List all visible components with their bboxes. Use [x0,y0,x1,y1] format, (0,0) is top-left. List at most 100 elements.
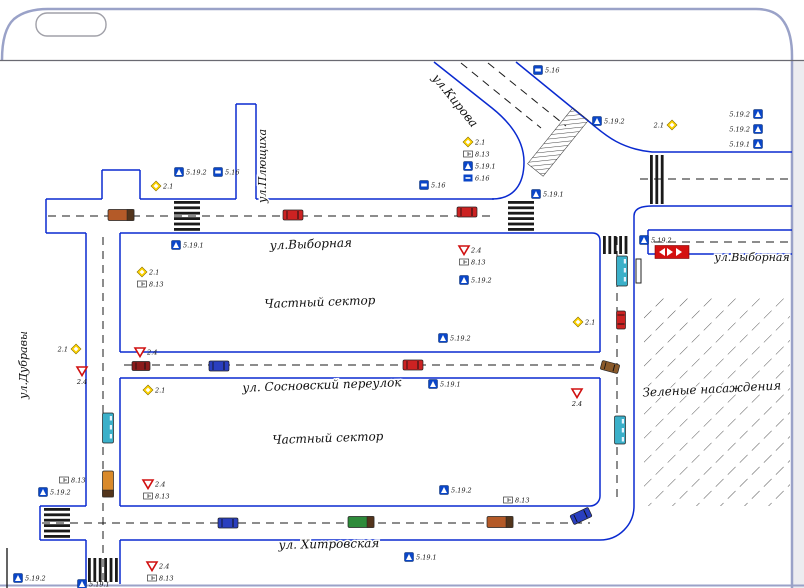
sign-crosswalk-5.19.1: 5.19.1 [531,189,564,199]
crosswalk-zebra [174,201,200,231]
sign-code-label: 5.19.2 [604,118,625,126]
sign-diamond-2.1: 2.1 [462,136,485,148]
sign-code-label: 5.19.2 [729,126,750,134]
vehicle-bus [614,415,626,445]
road-network [39,61,792,584]
sign-code-label: 2.1 [148,269,159,277]
vehicle-truck [486,516,514,528]
lane-dash [487,62,567,127]
vehicle-car [131,361,151,371]
label-khitrovskaya: ул. Хитровская [277,536,379,552]
sign-code-label: 2.4 [76,378,87,386]
sign-plate-8.13: 8.13 [463,151,489,159]
sign-busstop-5.16: 5.16 [213,167,239,177]
frame-tab [35,12,107,37]
sign-crosswalk-5.19.1: 5.19.1 [171,240,204,250]
vehicle-car [282,209,304,221]
sign-code-label: 8.13 [155,493,169,501]
sign-code-label: 5.19.1 [416,554,437,562]
sign-code-label: 5.19.2 [186,169,207,177]
vehicle-truck [107,209,135,221]
crosswalks-layer [44,155,664,582]
sign-code-label: 5.16 [431,182,445,190]
sign-diamond-2.1: 2.1 [57,343,82,355]
sign-code-label: 6.16 [475,175,489,183]
sign-code-label: 5.19.2 [25,575,46,583]
sign-plate-8.13: 8.13 [137,281,163,289]
sign-plate-8.13: 8.13 [147,575,173,583]
sign-busstop-5.16: 5.16 [419,180,445,190]
sign-code-label: 2.1 [474,139,485,147]
window-frame [0,7,804,588]
sign-code-label: 5.19.1 [729,141,750,149]
lane-dash [460,62,542,129]
sign-lanesred [654,245,690,259]
sign-crosswalk-5.19.2: 5.19.2 [174,167,207,177]
sign-crosswalk-5.19.1: 5.19.1 [463,161,496,171]
sign-crosswalk-5.19.2: 5.19.2 [729,109,763,119]
vehicle-car [456,206,478,218]
sign-busstop-5.16: 5.16 [533,65,559,75]
sign-giveway-2.4: 2.4 [570,388,584,408]
sign-crosswalk-5.19.2: 5.19.2 [438,333,471,343]
sign-giveway-2.4: 2.4 [75,366,89,386]
vehicle-car [569,507,593,525]
vehicle-truck [102,470,114,498]
sign-code-label: 8.13 [71,477,85,485]
sign-crosswalk-5.19.2: 5.19.2 [13,573,46,583]
sign-code-label: 5.19.2 [729,111,750,119]
sign-diamond-2.1: 2.1 [136,266,159,278]
sign-giveway-2.4: 2.4 [133,347,157,359]
sign-crosswalk-5.19.1: 5.19.1 [77,579,110,588]
sign-crosswalk-5.19.2: 5.19.2 [38,487,71,497]
road-edge [120,232,601,242]
vehicle-truck [347,516,375,528]
sign-code-label: 5.19.2 [50,489,71,497]
sign-diamond-2.1: 2.1 [150,180,173,192]
road-edge [120,205,792,541]
sign-code-label: 5.16 [545,67,559,75]
sign-crosswalk-5.19.2: 5.19.2 [439,485,472,495]
sign-code-label: 5.19.2 [451,487,472,495]
sign-crosswalk-5.19.2: 5.19.2 [592,116,625,126]
sign-code-label: 2.1 [584,319,595,327]
crosswalk-zebra [508,201,534,231]
sign-code-label: 8.13 [149,281,163,289]
vehicle-bus [616,255,628,287]
label-vybornaya-east: ул.Выборная [713,251,789,264]
sign-code-label: 5.19.1 [440,381,461,389]
crosswalk-zebra [44,508,70,538]
vehicle-car [402,359,424,371]
green-area-hatch [644,296,790,506]
sign-code-label: 5.19.1 [89,581,110,588]
sign-code-label: 2.1 [162,183,173,191]
sign-code-label: 8.13 [471,259,485,267]
sign-crosswalk-5.19.1: 5.19.1 [404,552,437,562]
sign-crosswalk-5.19.2: 5.19.2 [729,124,763,134]
vehicle-car [616,310,626,330]
sign-giveway-2.4: 2.4 [457,245,481,257]
right-margin [793,60,804,588]
sign-code-label: 2.4 [154,481,165,489]
label-chastny-sektor-1: Частный сектор [264,293,376,311]
vehicle-bus [102,412,114,444]
sign-crosswalk-5.19.1: 5.19.1 [729,139,763,149]
sign-crosswalk-5.19.1: 5.19.1 [428,379,461,389]
sign-code-label: 5.16 [225,169,239,177]
sign-code-label: 8.13 [515,497,529,505]
sign-code-label: 2.4 [571,400,582,408]
sign-code-label: 5.19.1 [475,163,496,171]
sign-plate-8.13: 8.13 [59,477,85,485]
sign-crosswalk-5.19.2: 5.19.2 [639,235,672,245]
crosswalk-zebra [88,558,118,582]
sign-code-label: 2.4 [158,563,169,571]
crosswalk-zebra [603,236,628,254]
sign-crosswalk-5.19.2: 5.19.2 [459,275,492,285]
kirova-crossing-hatch [527,107,589,177]
sign-plate-8.13: 8.13 [503,497,529,505]
frame-border [0,7,794,588]
label-chastny-sektor-2: Частный сектор [272,429,384,447]
sign-code-label: 2.4 [470,247,481,255]
label-vybornaya: ул.Выборная [269,236,353,253]
